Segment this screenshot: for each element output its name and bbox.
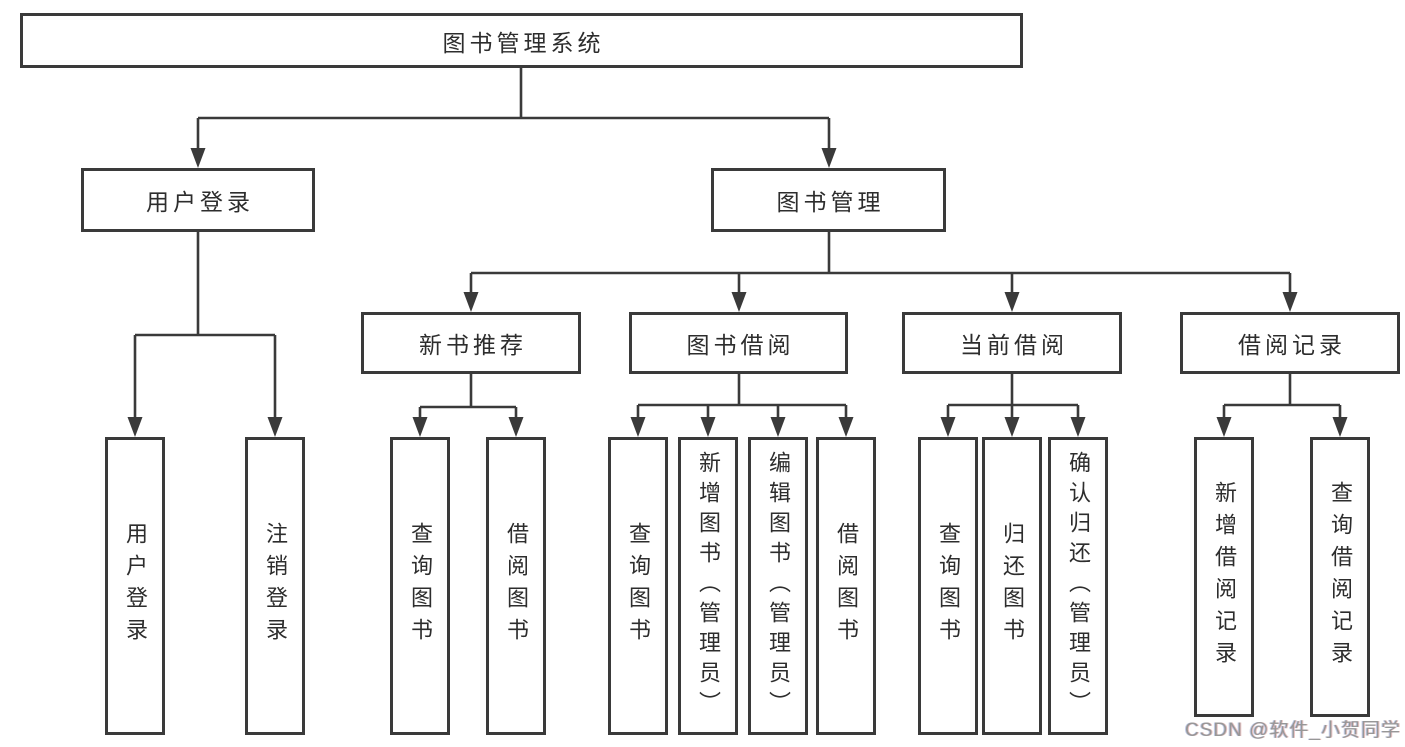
node-label: 注销登录 <box>263 522 288 650</box>
node-label: 归还图书 <box>1000 522 1025 650</box>
leaf-add-books-admin: 新增图书（管理员） <box>678 437 738 735</box>
leaf-return-books: 归还图书 <box>982 437 1042 735</box>
connector-current-split <box>948 374 1078 407</box>
node-book-borrowing: 图书借阅 <box>629 312 848 374</box>
arrow-down-leaf <box>838 405 854 437</box>
leaf-confirm-return-admin: 确认归还（管理员） <box>1048 437 1108 735</box>
arrow-down-leaf <box>267 335 283 437</box>
arrow-down-l3 <box>1282 273 1298 312</box>
leaf-query-books: 查询图书 <box>608 437 668 735</box>
arrow-down-user-login <box>190 118 206 168</box>
node-current-borrowing: 当前借阅 <box>902 312 1122 374</box>
arrow-down-l3 <box>731 273 747 312</box>
node-label: 新书推荐 <box>419 332 527 358</box>
csdn-watermark: CSDN @软件_小贺同学 <box>1185 720 1401 741</box>
arrow-down-leaf <box>700 405 716 437</box>
leaf-query-borrow-record: 查询借阅记录 <box>1310 437 1370 717</box>
node-label: 确认归还（管理员） <box>1066 451 1091 721</box>
node-label: 新增借阅记录 <box>1212 481 1237 673</box>
node-label: 查询图书 <box>936 522 961 650</box>
connector-borrow-split <box>638 374 846 407</box>
node-user-login-branch: 用户登录 <box>81 168 315 232</box>
arrow-down-leaf <box>1070 405 1086 437</box>
node-label: 图书借阅 <box>686 332 795 358</box>
node-new-book-recommend: 新书推荐 <box>361 312 581 374</box>
node-label: 查询图书 <box>626 522 651 650</box>
connector-bookmgmt-split <box>471 232 1290 275</box>
node-label: 用户登录 <box>123 522 148 650</box>
node-label: 图书管理 <box>776 189 885 215</box>
arrow-down-leaf <box>1004 405 1020 437</box>
connector-root-split <box>198 68 829 120</box>
leaf-borrow-books: 借阅图书 <box>486 437 546 735</box>
node-label: 查询图书 <box>408 522 433 650</box>
node-label: 当前借阅 <box>960 332 1068 358</box>
leaf-query-books: 查询图书 <box>918 437 978 735</box>
node-label: 借阅图书 <box>504 522 529 650</box>
arrow-down-leaf <box>940 405 956 437</box>
arrow-down-leaf <box>412 407 428 437</box>
connector-newbook-split <box>420 374 516 409</box>
leaf-logout: 注销登录 <box>245 437 305 735</box>
node-label: 借阅图书 <box>834 522 859 650</box>
node-label: 新增图书（管理员） <box>696 451 721 721</box>
leaf-user-login: 用户登录 <box>105 437 165 735</box>
leaf-query-books: 查询图书 <box>390 437 450 735</box>
connector-record-split <box>1224 374 1340 407</box>
arrow-down-l3 <box>1004 273 1020 312</box>
arrow-down-leaf <box>770 405 786 437</box>
node-label: 借阅记录 <box>1238 332 1346 358</box>
connector-user-split <box>135 232 275 337</box>
node-book-management-branch: 图书管理 <box>711 168 946 232</box>
node-label: 查询借阅记录 <box>1328 481 1353 673</box>
arrow-down-leaf <box>1332 405 1348 437</box>
arrow-down-l3 <box>463 273 479 312</box>
arrow-down-leaf <box>630 405 646 437</box>
arrow-down-book-mgmt <box>821 118 837 168</box>
node-root-library-system: 图书管理系统 <box>20 13 1023 68</box>
node-borrow-records: 借阅记录 <box>1180 312 1400 374</box>
leaf-borrow-books: 借阅图书 <box>816 437 876 735</box>
leaf-add-borrow-record: 新增借阅记录 <box>1194 437 1254 717</box>
node-label: 编辑图书（管理员） <box>766 451 791 721</box>
arrow-down-leaf <box>127 335 143 437</box>
node-label: 图书管理系统 <box>442 29 605 56</box>
arrow-down-leaf <box>1216 405 1232 437</box>
leaf-edit-books-admin: 编辑图书（管理员） <box>748 437 808 735</box>
arrow-down-leaf <box>508 407 524 437</box>
node-label: 用户登录 <box>146 189 254 215</box>
